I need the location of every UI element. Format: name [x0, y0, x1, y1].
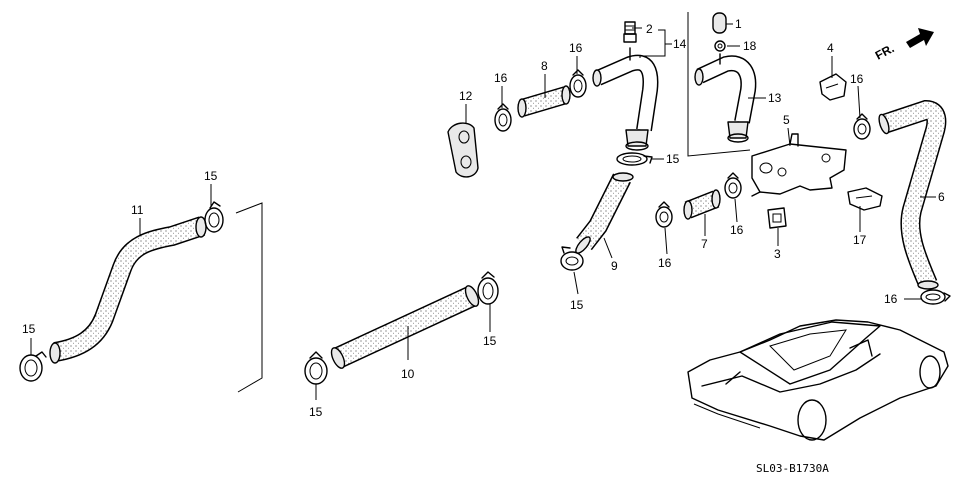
callout-9: 9 [611, 259, 618, 273]
clip-18 [714, 40, 726, 52]
callout-13: 13 [768, 91, 782, 105]
front-direction-label: FR. [873, 41, 897, 62]
clamp-15-a [19, 351, 47, 382]
clip-17 [847, 187, 883, 211]
hose-9 [575, 172, 634, 254]
pipe-14 [592, 47, 659, 151]
callout-1: 1 [735, 17, 742, 31]
clamp-16-e [853, 113, 871, 140]
callout-16: 16 [658, 256, 672, 270]
clamp-16-f [920, 289, 951, 305]
callout-2: 2 [646, 22, 653, 36]
front-arrow-icon [906, 28, 934, 48]
callout-15: 15 [309, 405, 323, 419]
gasket-12 [447, 122, 479, 178]
hose-11 [49, 216, 207, 364]
clamp-16-d [724, 172, 742, 199]
pipe-13 [694, 53, 757, 143]
cap-1 [712, 12, 727, 34]
clamp-15-e [616, 152, 653, 166]
callout-7: 7 [701, 237, 708, 251]
callout-4: 4 [827, 41, 834, 55]
clamp-16-b [569, 69, 587, 98]
group-bracket-box [687, 12, 751, 157]
callout-18: 18 [743, 39, 757, 53]
callout-15: 15 [570, 298, 584, 312]
hose-7 [683, 189, 721, 220]
drawing-code: SL03-B1730A [756, 462, 829, 475]
callout-11: 11 [131, 203, 144, 217]
callout-14: 14 [673, 37, 687, 51]
bracket-5 [751, 133, 847, 197]
callout-15: 15 [483, 334, 497, 348]
clip-3 [767, 207, 787, 229]
hose-10 [330, 285, 480, 369]
callout-10: 10 [401, 367, 415, 381]
clamp-16-c [655, 201, 673, 228]
clamp-16-a [494, 103, 512, 132]
callout-6: 6 [938, 190, 945, 204]
callout-15: 15 [666, 152, 680, 166]
group-bracket-line [235, 202, 263, 393]
hose-8 [517, 85, 571, 118]
bleed-bolt-2 [623, 21, 637, 43]
callout-12: 12 [459, 89, 473, 103]
clip-4 [819, 73, 847, 101]
callout-17: 17 [853, 233, 867, 247]
car-location-icon [687, 319, 949, 441]
callout-16: 16 [884, 292, 898, 306]
callout-15: 15 [204, 169, 218, 183]
clamp-15-c [304, 351, 328, 385]
clamp-15-f [560, 246, 584, 271]
callout-16: 16 [730, 223, 744, 237]
callout-15: 15 [22, 322, 36, 336]
callout-3: 3 [774, 247, 781, 261]
clamp-15-d [477, 271, 499, 305]
callout-8: 8 [541, 59, 548, 73]
callout-16: 16 [850, 72, 864, 86]
callout-5: 5 [783, 113, 790, 127]
clamp-15-b [204, 201, 224, 233]
callout-16: 16 [494, 71, 508, 85]
hose-6 [878, 99, 947, 290]
leader-lines [30, 23, 936, 400]
callout-16: 16 [569, 41, 583, 55]
